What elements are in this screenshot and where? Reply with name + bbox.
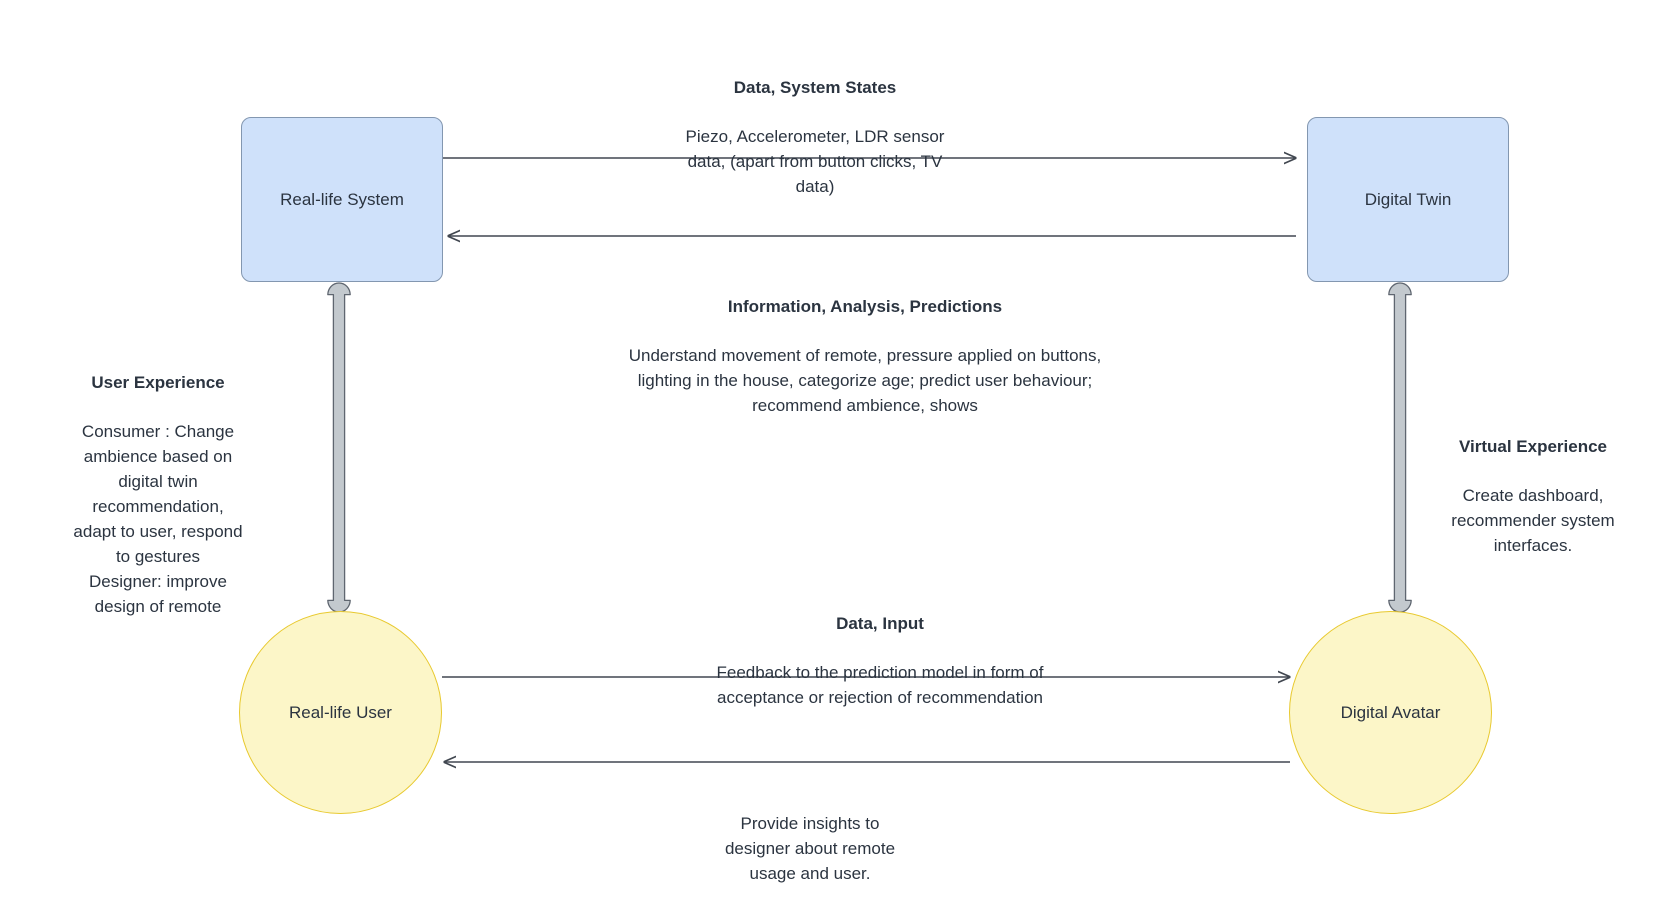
node-label: Digital Avatar [1340, 702, 1441, 722]
node-digital-avatar[interactable]: Digital Avatar [1289, 611, 1492, 814]
edge-system-to-user-block-arrow [327, 282, 351, 613]
node-label: Real-life System [280, 189, 404, 209]
edge-label-body: Provide insights to designer about remot… [724, 813, 896, 883]
edge-label-heading: User Experience [91, 372, 225, 392]
edge-label-data-system-states: Data, System States Piezo, Accelerometer… [625, 50, 1005, 225]
node-digital-twin[interactable]: Digital Twin [1307, 117, 1509, 282]
node-real-life-system[interactable]: Real-life System [241, 117, 443, 282]
edge-label-user-experience: User Experience Consumer : Change ambien… [25, 345, 291, 645]
edge-label-body: Understand movement of remote, pressure … [628, 346, 1102, 416]
edge-label-heading: Information, Analysis, Predictions [727, 296, 1003, 316]
edge-label-body: Feedback to the prediction model in form… [716, 663, 1044, 708]
edge-label-body: Create dashboard, recommender system int… [1451, 486, 1615, 556]
edge-label-information-analysis-predictions: Information, Analysis, Predictions Under… [545, 269, 1185, 444]
edge-label-body: Piezo, Accelerometer, LDR sensor data, (… [685, 127, 945, 197]
edge-label-data-input: Data, Input Feedback to the prediction m… [625, 586, 1135, 736]
edge-label-heading: Data, Input [836, 613, 924, 633]
edge-label-heading: Virtual Experience [1458, 436, 1608, 456]
edge-label-heading: Data, System States [733, 77, 897, 97]
node-label: Real-life User [289, 702, 392, 722]
edge-label-virtual-experience: Virtual Experience Create dashboard, rec… [1413, 409, 1653, 584]
edge-label-body: Consumer : Change ambience based on digi… [73, 422, 243, 617]
node-label: Digital Twin [1364, 189, 1452, 209]
node-real-life-user[interactable]: Real-life User [239, 611, 442, 814]
edge-twin-to-avatar-block-arrow [1388, 282, 1412, 613]
edge-label-insights-to-designer: Provide insights to designer about remot… [685, 787, 935, 910]
